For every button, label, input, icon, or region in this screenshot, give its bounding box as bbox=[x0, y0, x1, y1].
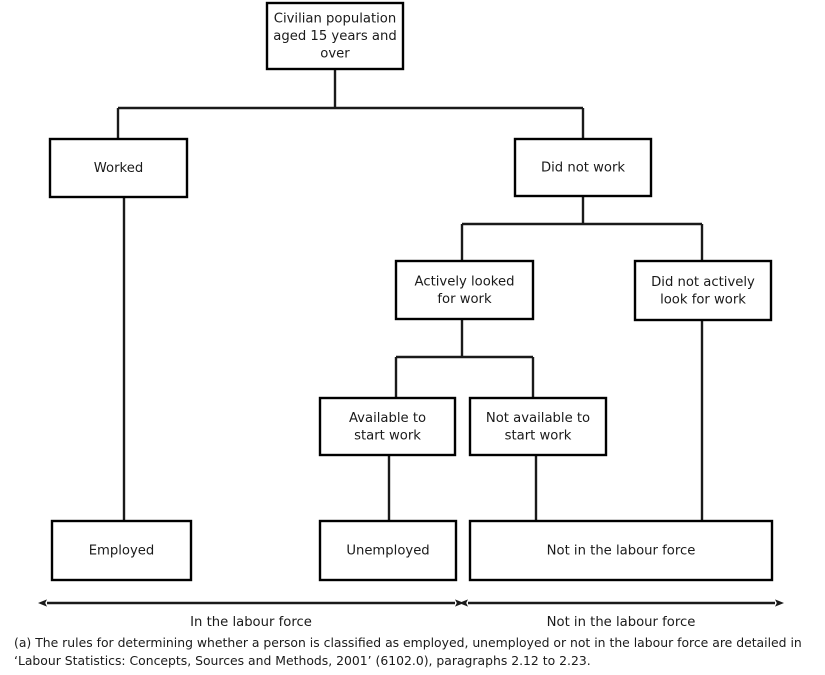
span-label-in-the-labour-force: In the labour force bbox=[190, 615, 312, 630]
node-label-not-in-the-labour-force: Not in the labour force bbox=[547, 544, 696, 559]
node-actively-looked-for-work[interactable]: Actively looked for work bbox=[394, 259, 535, 321]
connectors-layer bbox=[116, 69, 704, 521]
node-box-worked bbox=[48, 137, 189, 199]
node-box-civilian-population bbox=[265, 1, 405, 71]
node-box-employed bbox=[50, 519, 193, 582]
node-label-civilian-population: aged 15 years and bbox=[273, 29, 396, 44]
node-label-employed: Employed bbox=[89, 544, 155, 559]
span-not-in-the-labour-force: Not in the labour force bbox=[459, 599, 784, 630]
node-civilian-population[interactable]: Civilian population aged 15 years and over bbox=[265, 1, 405, 71]
node-box-did-not-actively-look-for-work bbox=[633, 259, 773, 322]
node-box-unemployed bbox=[318, 519, 458, 582]
node-did-not-actively-look-for-work[interactable]: Did not actively look for work bbox=[633, 259, 773, 322]
node-box-not-available-to-start-work bbox=[468, 396, 608, 457]
footnote-text: (a) The rules for determining whether a … bbox=[14, 635, 802, 668]
node-label-unemployed: Unemployed bbox=[346, 544, 429, 559]
node-available-to-start-work[interactable]: Available to start work bbox=[318, 396, 457, 457]
node-worked[interactable]: Worked bbox=[48, 137, 189, 199]
node-employed[interactable]: Employed bbox=[50, 519, 193, 582]
node-label-actively-looked-for-work: for work bbox=[437, 292, 492, 307]
node-label-civilian-population: over bbox=[320, 47, 350, 62]
node-not-in-the-labour-force[interactable]: Not in the labour force bbox=[468, 519, 774, 582]
node-box-available-to-start-work bbox=[318, 396, 457, 457]
node-box-actively-looked-for-work bbox=[394, 259, 535, 321]
node-unemployed[interactable]: Unemployed bbox=[318, 519, 458, 582]
node-label-not-available-to-start-work: Not available to bbox=[486, 411, 590, 426]
node-label-did-not-actively-look-for-work: Did not actively bbox=[651, 275, 755, 290]
node-label-not-available-to-start-work: start work bbox=[505, 428, 572, 443]
node-box-not-in-the-labour-force bbox=[468, 519, 774, 582]
node-label-actively-looked-for-work: Actively looked bbox=[415, 274, 515, 289]
node-label-civilian-population: Civilian population bbox=[274, 12, 396, 27]
node-label-did-not-actively-look-for-work: look for work bbox=[660, 292, 746, 307]
span-arrows-layer: In the labour force Not in the labour for… bbox=[38, 599, 784, 630]
boxes-layer: Civilian population aged 15 years and over… bbox=[48, 1, 774, 582]
span-in-the-labour-force: In the labour force bbox=[38, 599, 464, 630]
node-label-available-to-start-work: Available to bbox=[349, 411, 426, 426]
node-box-did-not-work bbox=[513, 137, 653, 198]
node-did-not-work[interactable]: Did not work bbox=[513, 137, 653, 198]
node-label-did-not-work: Did not work bbox=[541, 161, 625, 176]
span-label-not-in-the-labour-force: Not in the labour force bbox=[547, 615, 696, 630]
node-label-available-to-start-work: start work bbox=[354, 428, 421, 443]
node-not-available-to-start-work[interactable]: Not available to start work bbox=[468, 396, 608, 457]
node-label-worked: Worked bbox=[94, 161, 143, 176]
